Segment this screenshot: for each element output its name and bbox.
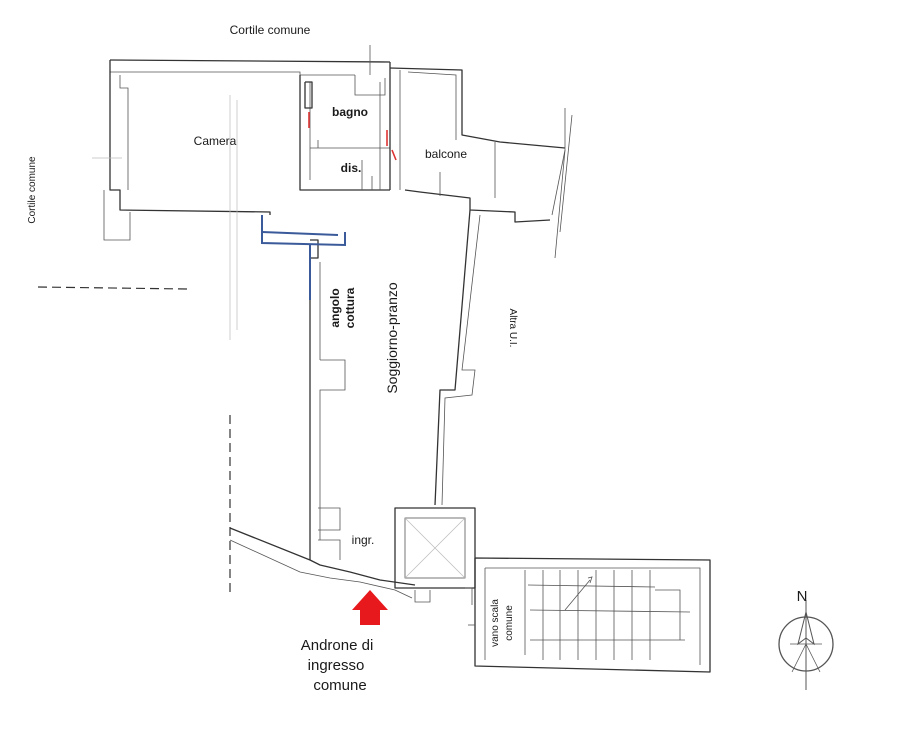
label-lobby-line1: Androne di: [301, 637, 374, 654]
label-other-unit: Altra U.I.: [507, 309, 518, 348]
label-north: N: [797, 588, 808, 605]
label-lobby-line3: comune: [313, 677, 366, 694]
boundary-lines: [37, 286, 231, 595]
label-courtyard-left: Cortile comune: [27, 156, 38, 224]
label-entrance: ingr.: [352, 533, 375, 547]
living-walls: [229, 209, 481, 599]
label-kitchen-line2: cottura: [343, 287, 357, 328]
lift-shaft: [394, 507, 476, 605]
entrance-arrow-icon: [352, 590, 388, 625]
label-lobby-line2: ingresso: [308, 657, 365, 674]
stair-well: [468, 557, 711, 673]
label-stair-line1: vano scala: [490, 599, 501, 647]
kitchen-wall: [261, 215, 346, 300]
faint-lines: [92, 95, 238, 340]
label-stair-line2: comune: [504, 605, 515, 641]
door-marks: [308, 112, 397, 161]
label-bedroom: Camera: [194, 134, 237, 148]
north-compass-icon: [778, 600, 834, 690]
label-living: Soggiorno-pranzo: [384, 282, 400, 394]
label-balcony: balcone: [425, 147, 467, 161]
label-bathroom: bagno: [332, 105, 368, 119]
label-kitchen-line1: angolo: [328, 288, 342, 327]
label-hallway: dis.: [341, 161, 362, 175]
balcony-walls: [389, 67, 573, 259]
outer-walls: [103, 45, 391, 241]
label-courtyard-top: Cortile comune: [230, 23, 311, 37]
